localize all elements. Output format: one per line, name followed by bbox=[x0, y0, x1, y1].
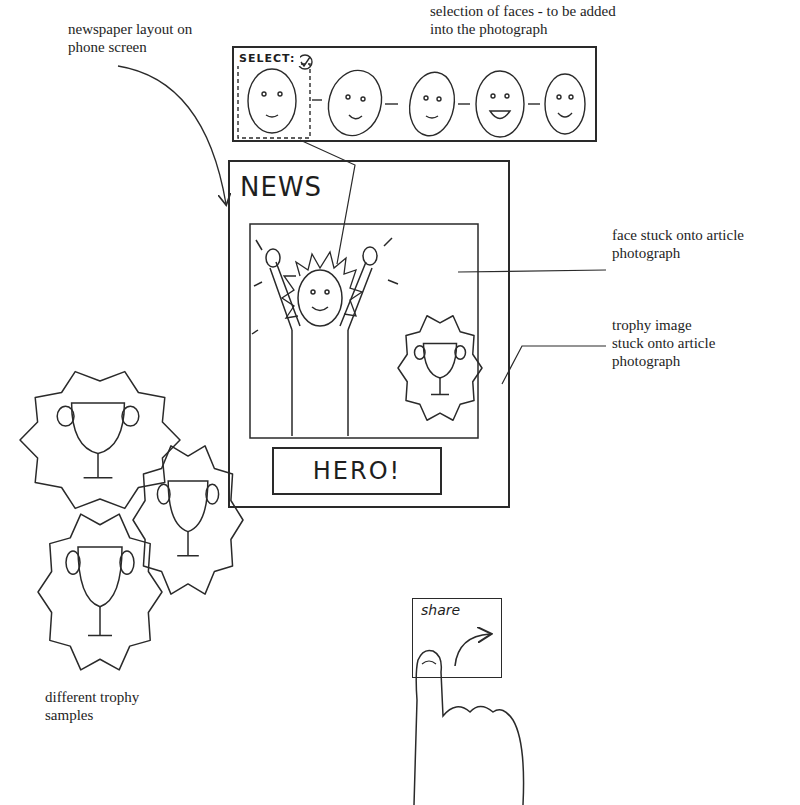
button-label: share bbox=[413, 599, 468, 621]
face-strip: SELECT: bbox=[232, 46, 597, 142]
face-options bbox=[238, 55, 585, 142]
article-photo bbox=[250, 224, 482, 438]
masthead: NEWS bbox=[230, 162, 332, 206]
leader-line bbox=[502, 346, 606, 384]
annotation: different trophy samples bbox=[45, 688, 175, 724]
fingernail bbox=[422, 661, 436, 664]
headline: HERO! bbox=[305, 457, 409, 485]
headline-box: HERO! bbox=[272, 447, 442, 495]
trophy-samples bbox=[20, 372, 243, 670]
leader-line bbox=[458, 270, 606, 272]
annotation: trophy image stuck onto article photogra… bbox=[612, 316, 724, 370]
annotation: selection of faces - to be added into th… bbox=[430, 2, 620, 38]
select-label: SELECT: bbox=[234, 51, 300, 66]
pointing-hand bbox=[414, 650, 524, 805]
share-button: share bbox=[412, 598, 502, 678]
share-arrow bbox=[455, 634, 490, 666]
annotation: newspaper layout on phone screen bbox=[68, 20, 198, 56]
leader-line bbox=[118, 66, 226, 204]
annotation: face stuck onto article photograph bbox=[612, 226, 762, 262]
phone-screen: NEWS HERO! bbox=[228, 160, 510, 508]
